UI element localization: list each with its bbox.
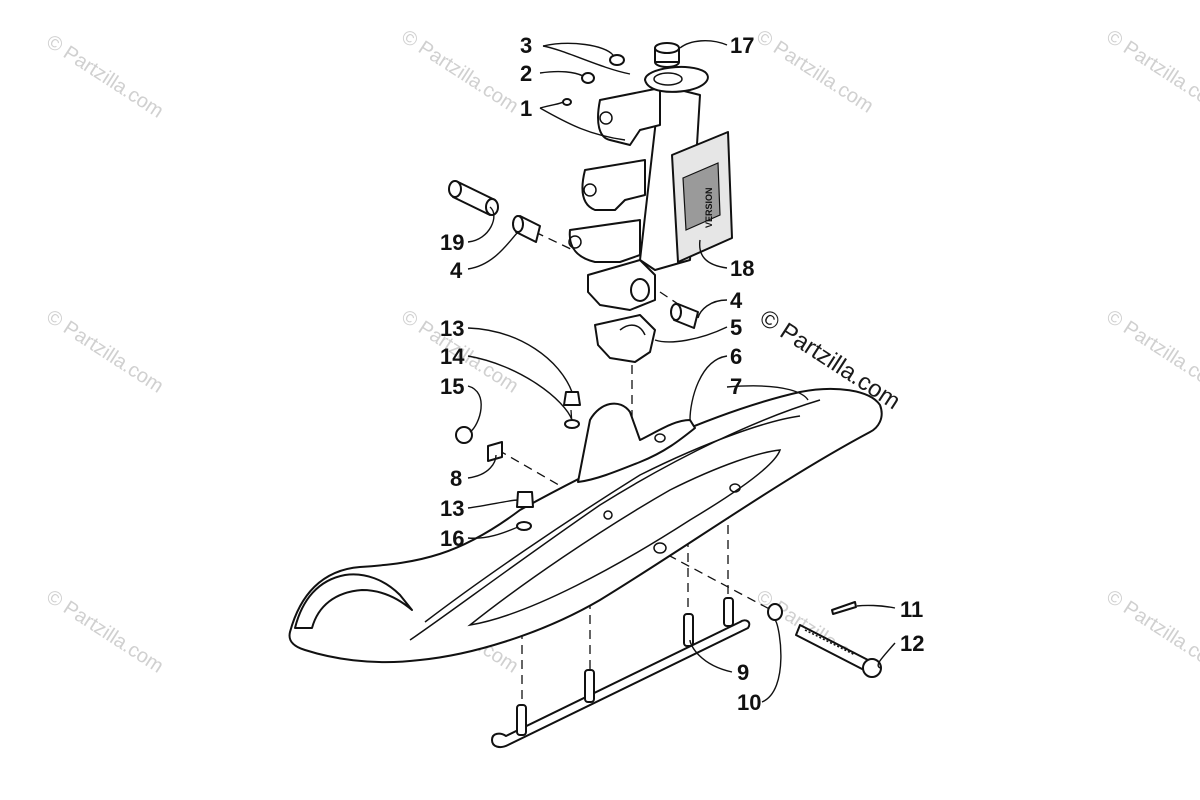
shaft-19 bbox=[448, 180, 499, 216]
bushing-4-left bbox=[512, 215, 541, 243]
callout-labels: 3 2 1 17 19 4 18 4 5 13 14 6 15 7 8 13 1… bbox=[440, 33, 924, 715]
callout-6: 6 bbox=[730, 344, 742, 369]
pin-11 bbox=[831, 601, 857, 615]
callout-14: 14 bbox=[440, 344, 465, 369]
callout-13: 13 bbox=[440, 316, 464, 341]
callout-1: 1 bbox=[520, 96, 532, 121]
saddle-bracket bbox=[577, 402, 696, 520]
bumper-5 bbox=[594, 314, 656, 363]
decal-text: VERSION bbox=[704, 187, 714, 228]
decal: VERSION bbox=[671, 131, 733, 263]
watermark: © Partzilla.com bbox=[42, 31, 167, 123]
callout-15: 15 bbox=[440, 374, 464, 399]
leader-lines bbox=[467, 40, 896, 703]
callout-4: 4 bbox=[730, 288, 743, 313]
watermark: © Partzilla.com bbox=[752, 26, 877, 118]
cap-17 bbox=[654, 42, 680, 68]
callout-17: 17 bbox=[730, 33, 754, 58]
wear-bar bbox=[491, 597, 751, 749]
callout-13: 13 bbox=[440, 496, 464, 521]
callout-12: 12 bbox=[900, 631, 924, 656]
watermark: © Partzilla.com bbox=[1102, 586, 1200, 678]
callout-2: 2 bbox=[520, 61, 532, 86]
watermark: © Partzilla.com bbox=[1102, 26, 1200, 118]
watermark: © Partzilla.com bbox=[397, 26, 522, 118]
watermark: © Partzilla.com bbox=[1102, 306, 1200, 398]
callout-16: 16 bbox=[440, 526, 464, 551]
small-hardware-top bbox=[562, 54, 625, 106]
bushing-4-right bbox=[670, 303, 699, 329]
callout-18: 18 bbox=[730, 256, 754, 281]
callout-8: 8 bbox=[450, 466, 462, 491]
callout-3: 3 bbox=[520, 33, 532, 58]
callout-4: 4 bbox=[450, 258, 463, 283]
wear-bar-studs bbox=[516, 597, 734, 736]
washer-10 bbox=[767, 603, 783, 621]
watermark: © Partzilla.com bbox=[42, 586, 167, 678]
callout-11: 11 bbox=[900, 597, 923, 622]
callout-9: 9 bbox=[737, 660, 749, 685]
ski-body bbox=[288, 387, 883, 664]
watermark: © Partzilla.com bbox=[42, 306, 167, 398]
bolt-12 bbox=[795, 624, 882, 678]
callout-10: 10 bbox=[737, 690, 761, 715]
callout-19: 19 bbox=[440, 230, 464, 255]
spacer-center bbox=[630, 278, 650, 302]
hardware-left bbox=[455, 391, 581, 531]
callout-5: 5 bbox=[730, 315, 742, 340]
callout-7: 7 bbox=[730, 374, 742, 399]
